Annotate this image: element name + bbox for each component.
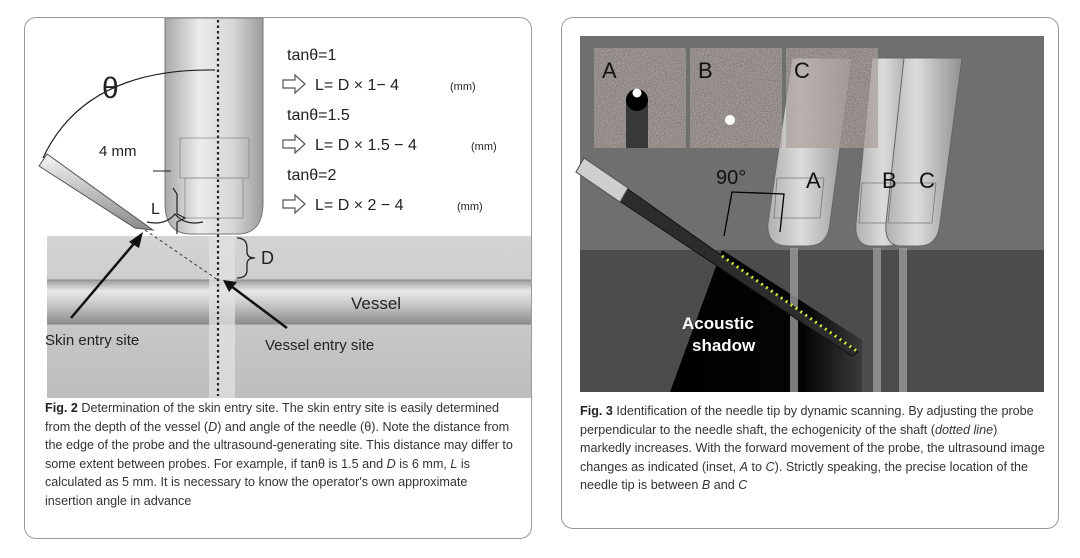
formula-1-equation: L= D × 1− 4 [315, 77, 399, 94]
formula-3-equation: L= D × 2 − 4 [315, 197, 404, 214]
inset-C [786, 48, 878, 148]
caption-fig-label: Fig. 2 [45, 401, 78, 415]
caption-text: ). Strictly speaking, the precise locati… [580, 459, 1029, 493]
caption-italic: C [738, 478, 748, 493]
caption-text: is calculated as 5 mm. It is necessary t… [45, 456, 470, 508]
formula-1-condition: tanθ=1 [287, 47, 336, 64]
caption-italic: A [739, 459, 749, 474]
inset-B [690, 48, 782, 148]
angle-label: 90° [716, 167, 746, 189]
needle [38, 153, 155, 231]
probe-label-A: A [806, 168, 821, 193]
caption-text: and [710, 478, 739, 493]
figure-2-caption: Fig. 2 Determination of the skin entry s… [45, 399, 517, 511]
label-D: D [261, 248, 274, 268]
acoustic-shadow [670, 250, 862, 392]
figure-3-illustration: A B C A B C 90° Acoustic shadow [575, 36, 1044, 392]
formula-1-unit: (mm) [450, 81, 476, 93]
echogenic-dotted-line [721, 254, 859, 354]
probe-C [885, 57, 963, 247]
figure-3-caption: Fig. 3 Identification of the needle tip … [580, 402, 1048, 495]
caption-text: ) markedly increases. With the forward m… [580, 422, 1045, 474]
inset-label-C: C [794, 58, 810, 83]
probe-label-B: B [882, 168, 897, 193]
inset-label-B: B [698, 58, 713, 83]
formula-3-condition: tanθ=2 [287, 167, 336, 184]
theta-label: θ [102, 72, 119, 105]
caption-italic: dotted line [934, 422, 994, 437]
caption-fig-label: Fig. 3 [580, 404, 613, 418]
formula-2-condition: tanθ=1.5 [287, 107, 350, 124]
caption-italic: D [386, 456, 396, 471]
formula-2-equation: L= D × 1.5 − 4 [315, 137, 417, 154]
formula-3-unit: (mm) [457, 201, 483, 213]
caption-text: is 6 mm, [395, 456, 451, 471]
formula-2-unit: (mm) [471, 141, 497, 153]
figure-3-panel: A B C A B C 90° Acoustic shadow Fig. 3 I… [561, 17, 1059, 529]
caption-italic: L [450, 456, 458, 471]
theta-arc [42, 69, 216, 159]
inset-label-A: A [602, 58, 617, 83]
acoustic-shadow-label-line2: shadow [692, 336, 756, 355]
caption-text: ) and angle of the needle (θ). Note the … [45, 419, 513, 471]
figure-2-panel: θ 4 mm L D Vessel Skin entry site Vessel… [24, 17, 532, 539]
caption-italic: C [765, 459, 775, 474]
ultrasound-probe [164, 18, 264, 235]
figure-2-illustration: θ 4 mm L D Vessel Skin entry site Vessel… [38, 18, 531, 398]
label-4mm: 4 mm [99, 143, 137, 160]
label-vessel: Vessel [351, 294, 401, 313]
acoustic-shadow-label-line1: Acoustic [682, 314, 754, 333]
ultrasound-beam [209, 236, 235, 398]
caption-text: Determination of the skin entry site. Th… [45, 401, 500, 434]
inset-A [594, 48, 686, 148]
caption-italic: D [208, 419, 218, 434]
caption-text: Identification of the needle tip by dyna… [580, 404, 1034, 437]
probe-label-C: C [919, 168, 935, 193]
label-skin-entry-site: Skin entry site [45, 332, 139, 349]
label-vessel-entry-site: Vessel entry site [265, 337, 374, 354]
caption-text: to [748, 459, 766, 474]
caption-italic: B [701, 478, 711, 493]
label-L: L [151, 201, 160, 218]
vessel-shape [47, 280, 531, 324]
